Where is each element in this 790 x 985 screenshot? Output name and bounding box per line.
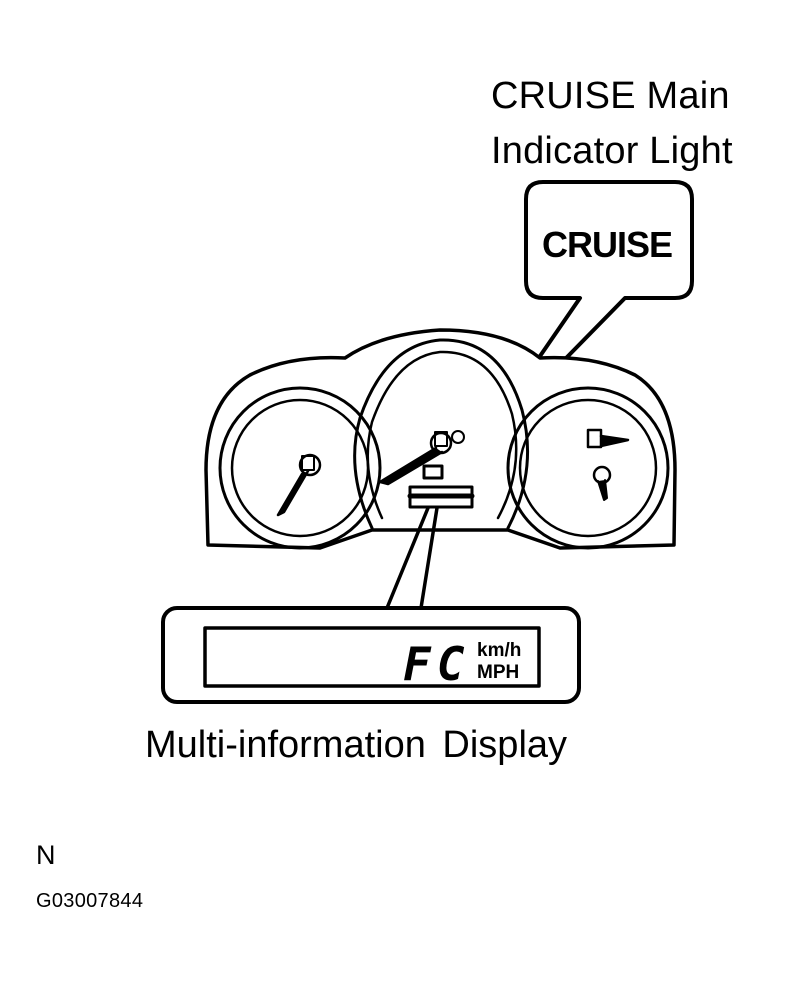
cruise-indicator-lamp [422,464,444,480]
unit-kmh-label: km/h [477,640,521,661]
temperature-icon [592,465,612,501]
multi-info-display-frame [161,606,581,704]
center-gauge [353,338,530,530]
right-gauge [506,386,670,550]
display-leader-lines [385,506,439,610]
cluster-housing [204,328,677,550]
cruise-lamp-text: CRUISE [542,224,672,265]
fuel-pump-icon [586,428,630,449]
cruise-indicator-label-line1: CRUISE Main [491,75,730,117]
multi-info-display-screen [203,626,541,688]
multi-info-display-callout: FC km/h MPH [161,606,581,704]
figure-code: G03007844 [36,890,144,912]
left-gauge [218,386,382,550]
multi-info-display-caption: Multi-information Display [145,724,568,766]
multi-info-display-readout: FC [403,637,470,691]
cruise-indicator-label: CRUISE Main Indicator Light [491,69,733,179]
orientation-mark: N [36,840,56,870]
cruise-indicator-label-line2: Indicator Light [491,130,733,172]
unit-mph-label: MPH [477,662,519,683]
